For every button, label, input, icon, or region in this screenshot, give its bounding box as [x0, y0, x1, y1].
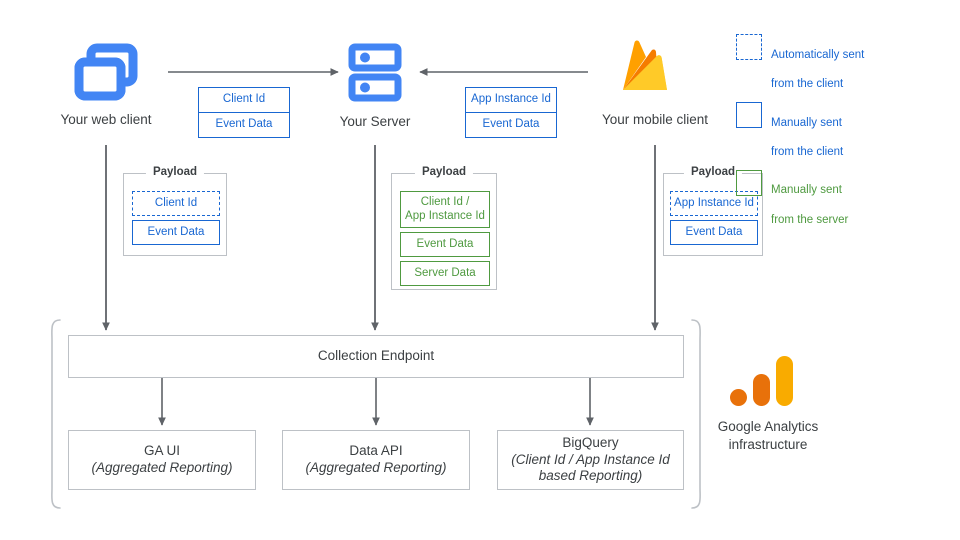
output-ga-ui-subtitle: (Aggregated Reporting) — [91, 460, 233, 475]
output-data-api-title: Data API — [349, 443, 403, 459]
flow-chip-app-instance-id: App Instance Id — [465, 87, 557, 113]
legend-swatch-solid-green — [736, 169, 762, 196]
payload-web-title: Payload — [145, 166, 205, 178]
legend-swatch-solid-blue — [736, 101, 762, 128]
firebase-icon — [623, 40, 667, 90]
node-server-label: Your Server — [339, 114, 411, 129]
collection-endpoint-label: Collection Endpoint — [317, 348, 435, 364]
output-box-bigquery: BigQuery (Client Id / App Instance Id ba… — [497, 430, 684, 490]
legend-label-manual-client-l2: from the client — [771, 146, 844, 159]
payload-server-item-event-data: Event Data — [400, 232, 490, 257]
legend-label-manual-server: Manually sent from the server — [771, 169, 848, 228]
flow-chip-event-data-web: Event Data — [198, 112, 290, 138]
legend-item-manual-server: Manually sent from the server — [736, 169, 946, 228]
payload-mobile-item-event-data: Event Data — [670, 220, 758, 245]
output-ga-ui-title: GA UI — [143, 443, 180, 459]
bracket-right — [691, 319, 701, 509]
payload-mobile: Payload App Instance Id Event Data — [663, 166, 763, 256]
payload-mobile-item-app-instance-id: App Instance Id — [670, 191, 758, 216]
node-web-client: Your web client — [56, 36, 156, 127]
legend-label-manual-client-l1: Manually sent — [771, 116, 842, 129]
output-box-ga-ui: GA UI (Aggregated Reporting) — [68, 430, 256, 490]
flow-chip-client-id: Client Id — [198, 87, 290, 113]
node-web-client-label: Your web client — [60, 112, 152, 127]
payload-web-item-event-data: Event Data — [132, 220, 220, 245]
legend-label-manual-client: Manually sent from the client — [771, 101, 843, 160]
output-bigquery-subtitle: (Client Id / App Instance Id based Repor… — [511, 451, 670, 484]
server-icon — [348, 43, 402, 102]
legend-label-auto-client: Automatically sent from the client — [771, 33, 864, 92]
infrastructure-caption-line1: Google Analytics — [717, 419, 819, 434]
payload-web-item-client-id: Client Id — [132, 191, 220, 216]
payload-server-item-ids: Client Id / App Instance Id — [400, 191, 490, 228]
legend-item-auto-client: Automatically sent from the client — [736, 33, 946, 92]
payload-server-item-server-data: Server Data — [400, 261, 490, 286]
legend-label-manual-server-l2: from the server — [771, 213, 849, 226]
collection-endpoint-box: Collection Endpoint — [68, 335, 684, 378]
flow-chip-event-data-mobile: Event Data — [465, 112, 557, 138]
node-server: Your Server — [325, 40, 425, 129]
infrastructure-block: Google Analytics infrastructure — [712, 352, 824, 453]
windows-icon — [74, 43, 138, 101]
legend-label-manual-server-l1: Manually sent — [771, 184, 842, 197]
legend-item-manual-client: Manually sent from the client — [736, 101, 946, 160]
legend-swatch-dashed-blue — [736, 34, 762, 60]
payload-server-item-ids-text: Client Id / App Instance Id — [405, 196, 485, 222]
node-mobile-client-label: Your mobile client — [601, 112, 709, 127]
bracket-left — [51, 319, 61, 509]
payload-server-title: Payload — [414, 166, 474, 178]
infrastructure-caption-line2: infrastructure — [728, 436, 808, 452]
output-data-api-subtitle: (Aggregated Reporting) — [305, 460, 447, 475]
payload-mobile-title: Payload — [683, 166, 743, 178]
output-bigquery-title: BigQuery — [562, 434, 619, 450]
legend: Automatically sent from the client Manua… — [736, 33, 946, 228]
node-mobile-client: Your mobile client — [588, 34, 722, 127]
infrastructure-caption: Google Analytics infrastructure — [712, 418, 824, 453]
google-analytics-icon — [730, 356, 793, 406]
output-box-data-api: Data API (Aggregated Reporting) — [282, 430, 470, 490]
payload-web: Payload Client Id Event Data — [123, 166, 227, 256]
payload-server: Payload Client Id / App Instance Id Even… — [391, 166, 497, 290]
legend-label-auto-client-l1: Automatically sent — [771, 48, 865, 61]
legend-label-auto-client-l2: from the client — [771, 78, 844, 91]
